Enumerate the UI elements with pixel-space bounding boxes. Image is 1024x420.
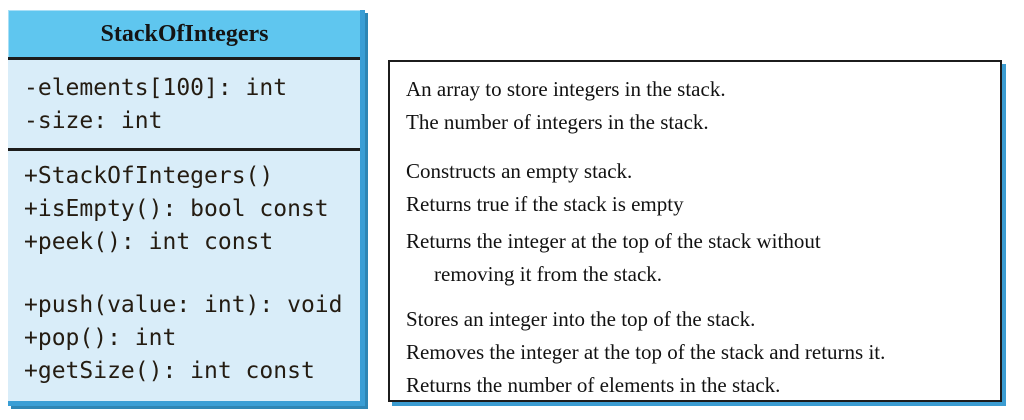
description-constructor: Constructs an empty stack.	[406, 159, 633, 183]
description-list: An array to store integers in the stack.…	[390, 62, 1000, 402]
uml-methods-section: +StackOfIntegers() +isEmpty(): bool cons…	[8, 148, 360, 401]
uml-method-peek: +peek(): int const	[24, 229, 274, 255]
uml-method-getsize: +getSize(): int const	[24, 358, 315, 384]
uml-method-constructor: +StackOfIntegers()	[24, 163, 274, 189]
description-isempty: Returns true if the stack is empty	[406, 192, 684, 216]
description-peek-line2: removing it from the stack.	[434, 262, 663, 286]
description-pop: Removes the integer at the top of the st…	[406, 340, 886, 364]
description-push: Stores an integer into the top of the st…	[406, 307, 756, 331]
uml-method-group-2: +push(value: int): void +pop(): int +get…	[24, 289, 360, 388]
description-size-attr: The number of integers in the stack.	[406, 110, 709, 134]
uml-class-box: StackOfIntegers -elements[100]: int -siz…	[8, 10, 365, 406]
description-peek-line1: Returns the integer at the top of the st…	[406, 229, 821, 253]
description-peek: Returns the integer at the top of the st…	[406, 225, 986, 291]
uml-method-push: +push(value: int): void	[24, 292, 343, 318]
uml-attributes-section: -elements[100]: int -size: int	[8, 57, 360, 148]
uml-method-pop: +pop(): int	[24, 325, 177, 351]
description-elements-attr: An array to store integers in the stack.	[406, 77, 726, 101]
description-box: An array to store integers in the stack.…	[388, 60, 1002, 402]
uml-attribute-size: -size: int	[24, 108, 163, 134]
uml-method-group-1: +StackOfIntegers() +isEmpty(): bool cons…	[24, 160, 360, 259]
uml-attribute-elements: -elements[100]: int	[24, 75, 288, 101]
description-getsize: Returns the number of elements in the st…	[406, 373, 781, 397]
uml-method-isempty: +isEmpty(): bool const	[24, 196, 329, 222]
uml-class-name: StackOfIntegers	[8, 10, 360, 57]
